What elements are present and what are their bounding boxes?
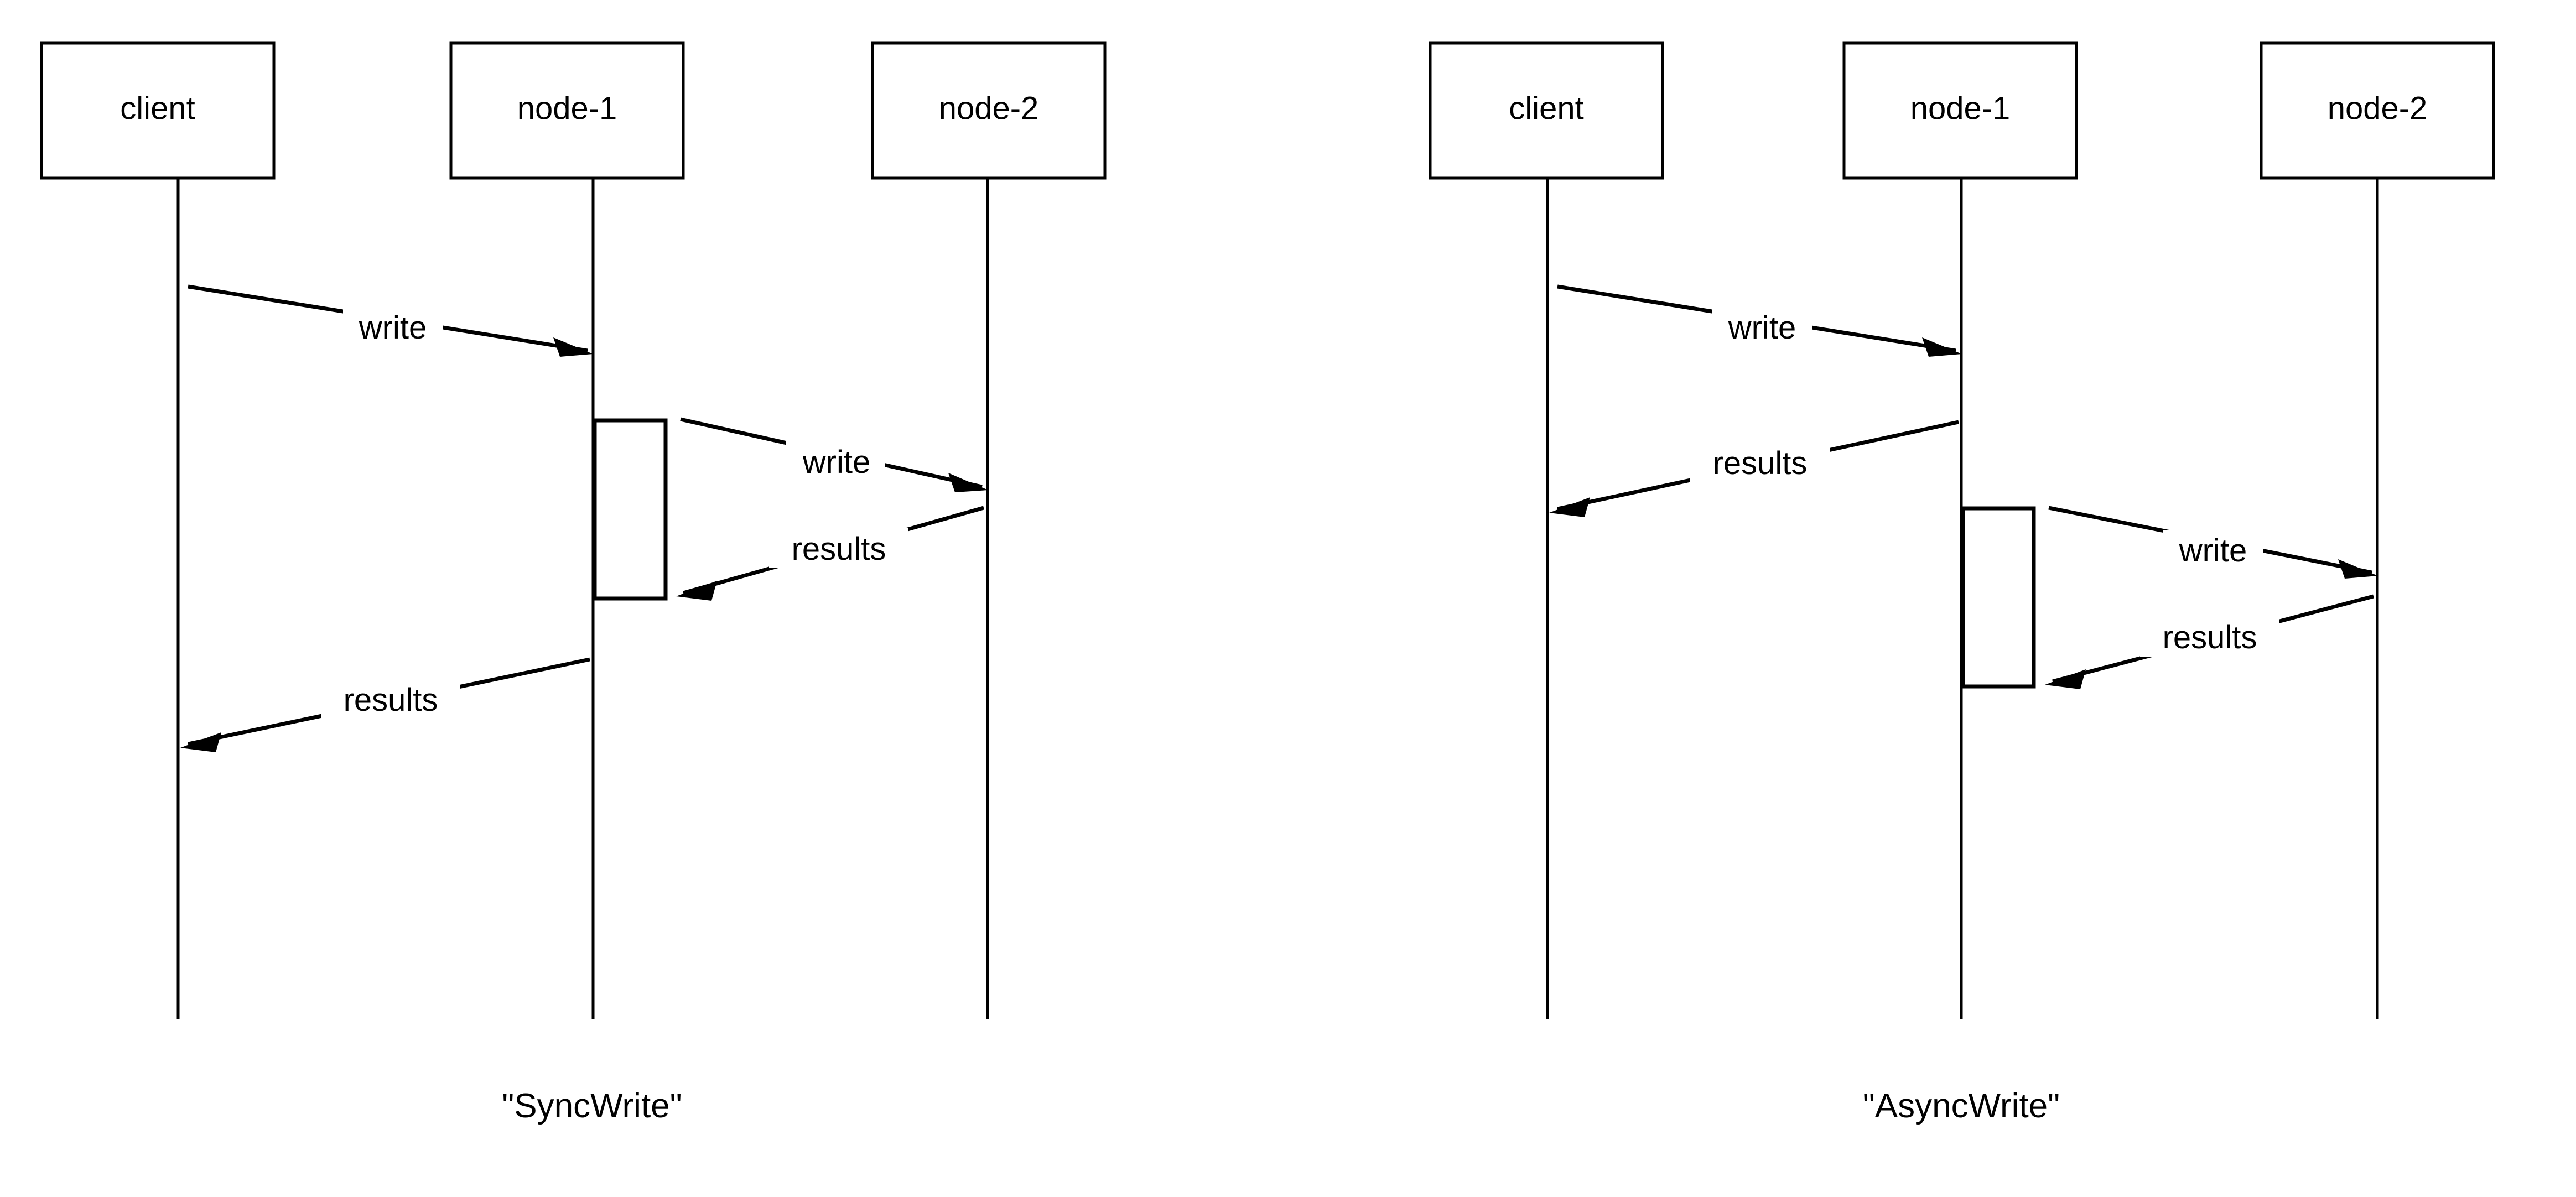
message-label-backdrop bbox=[769, 528, 908, 568]
arrow-head-right-icon bbox=[1922, 337, 1962, 357]
participant-node-1[interactable]: node-1 bbox=[449, 41, 685, 180]
participant-box-client[interactable] bbox=[1429, 41, 1664, 180]
participant-label-node-1: node-1 bbox=[517, 90, 617, 126]
participant-node-1[interactable]: node-1 bbox=[1842, 41, 2078, 180]
message-label: results bbox=[1713, 445, 1808, 481]
message-label: results bbox=[2163, 620, 2257, 655]
message-results-node-2-to-node-1: results bbox=[676, 506, 984, 601]
message-results-node-1-to-client: results bbox=[180, 657, 590, 752]
participant-box-node-1[interactable] bbox=[449, 41, 685, 180]
message-label: results bbox=[344, 682, 438, 718]
participant-node-2[interactable]: node-2 bbox=[871, 41, 1107, 180]
message-write-client-to-node-1: write bbox=[1557, 284, 1962, 357]
participant-label-client: client bbox=[120, 90, 195, 126]
activation-bar-node-1 bbox=[1961, 506, 2036, 689]
arrow-head-right-icon bbox=[553, 337, 593, 357]
participant-box-node-1[interactable] bbox=[1842, 41, 2078, 180]
participant-box-node-2[interactable] bbox=[2260, 41, 2495, 180]
message-write-node-1-to-node-2: write bbox=[680, 417, 988, 492]
arrow-head-left-icon bbox=[180, 732, 221, 752]
message-label-backdrop bbox=[1690, 443, 1830, 482]
participant-label-node-2: node-2 bbox=[939, 90, 1039, 126]
participant-label-node-1: node-1 bbox=[1910, 90, 2011, 126]
arrow-head-left-icon bbox=[676, 581, 717, 601]
message-write-client-to-node-1: write bbox=[188, 284, 593, 357]
message-label: results bbox=[792, 531, 886, 567]
message-label-backdrop bbox=[343, 307, 443, 347]
message-label-backdrop bbox=[321, 679, 460, 719]
message-label: write bbox=[2179, 533, 2247, 569]
diagram-async-write: client node-1 node-2 write bbox=[1429, 41, 2495, 1125]
activation-bar-node-1 bbox=[593, 418, 668, 601]
participant-client[interactable]: client bbox=[40, 41, 276, 180]
arrow-head-right-icon bbox=[948, 473, 988, 492]
message-label: write bbox=[359, 310, 427, 346]
participant-box-client[interactable] bbox=[40, 41, 276, 180]
participant-client[interactable]: client bbox=[1429, 41, 1664, 180]
message-label-backdrop bbox=[1712, 307, 1812, 347]
participant-label-client: client bbox=[1509, 90, 1583, 126]
message-label-backdrop bbox=[2163, 530, 2263, 570]
participant-node-2[interactable]: node-2 bbox=[2260, 41, 2495, 180]
participant-label-node-2: node-2 bbox=[2328, 90, 2428, 126]
participant-box-node-2[interactable] bbox=[871, 41, 1107, 180]
arrow-head-left-icon bbox=[1549, 497, 1590, 517]
message-write-node-1-to-node-2: write bbox=[2048, 506, 2378, 579]
message-label: write bbox=[1728, 310, 1796, 346]
message-label: write bbox=[802, 444, 870, 480]
arrow-head-left-icon bbox=[2045, 669, 2086, 689]
arrow-head-right-icon bbox=[2338, 559, 2378, 579]
message-results-node-2-to-node-1: results bbox=[2045, 594, 2374, 689]
message-label-backdrop bbox=[786, 441, 885, 481]
diagram-caption-sync-write: "SyncWrite" bbox=[502, 1087, 682, 1125]
message-results-node-1-to-client: results bbox=[1549, 420, 1959, 517]
message-label-backdrop bbox=[2140, 617, 2279, 657]
diagram-caption-async-write: "AsyncWrite" bbox=[1863, 1087, 2060, 1125]
diagram-sync-write: client node-1 node-2 write bbox=[40, 41, 1107, 1125]
